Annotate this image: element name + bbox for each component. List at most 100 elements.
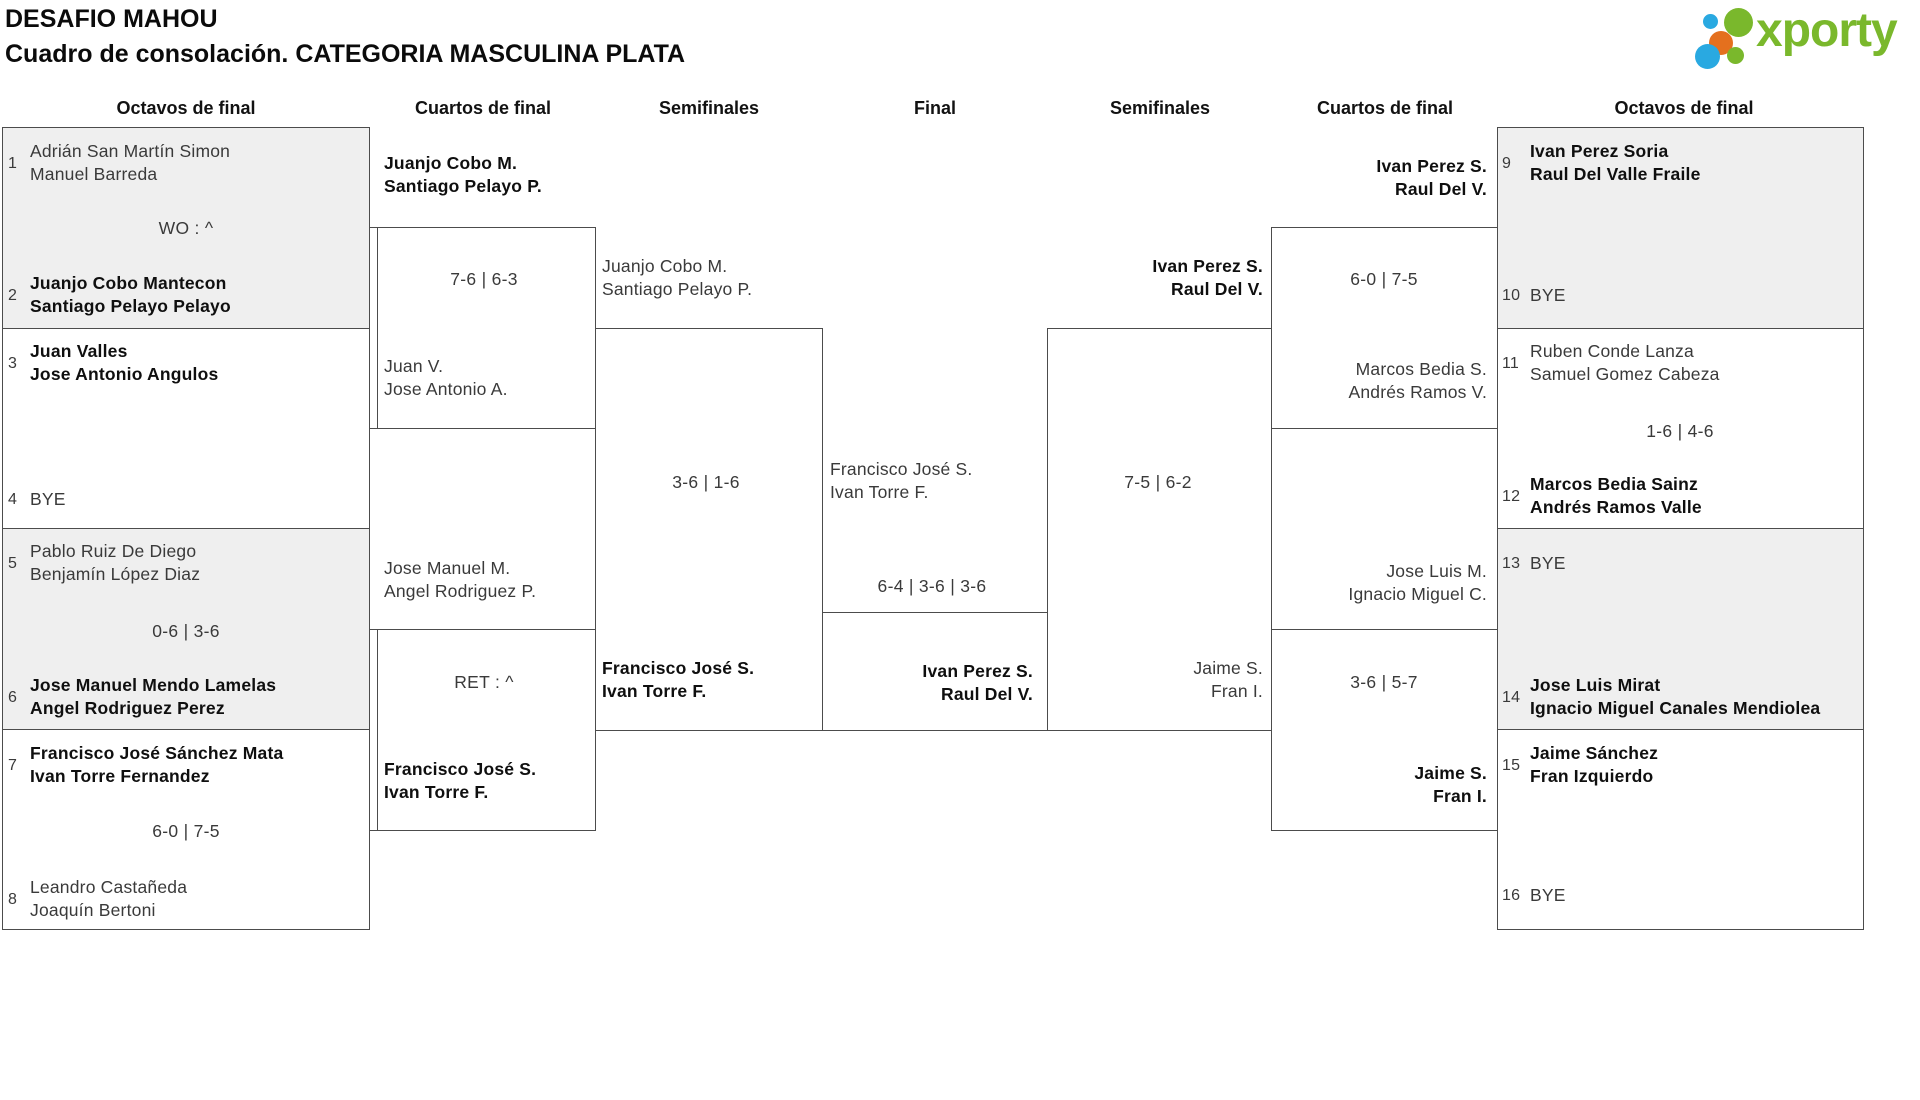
seed-number: 5 [8, 554, 18, 572]
logo-dot-green-small [1727, 47, 1744, 64]
round-header-final: Final [913, 98, 957, 118]
player-name: Joaquín Bertoni [30, 900, 156, 920]
octavos-left-box-4 [2, 729, 370, 930]
bye-label: BYE [1530, 284, 1566, 305]
seed-number: 14 [1502, 688, 1521, 706]
match-score: 7-5 | 6-2 [1124, 472, 1192, 492]
entry-seed-13: 13 BYE [1502, 540, 1566, 586]
logo-dot-green-large [1724, 8, 1753, 37]
seed-number: 7 [8, 756, 18, 774]
player-name: Angel Rodriguez P. [384, 581, 537, 601]
player-name: Andrés Ramos Valle [1530, 497, 1702, 517]
match-score: 0-6 | 3-6 [152, 621, 220, 641]
player-name: Jaime Sánchez [1530, 743, 1659, 763]
octavos-left-box-2 [2, 328, 370, 529]
player-name: Ivan Torre F. [830, 482, 929, 502]
player-name: Marcos Bedia S. [1355, 359, 1487, 379]
xporty-logo-text: xporty [1756, 4, 1898, 57]
bye-label: BYE [30, 488, 66, 509]
player-name: Jose Antonio Angulos [30, 364, 219, 384]
round-header-cuartos-right: Cuartos de final [1316, 98, 1454, 118]
seed-number: 3 [8, 354, 18, 372]
seed-number: 15 [1502, 756, 1521, 774]
player-name: Jaime S. [1414, 763, 1487, 783]
player-name: Jose Antonio A. [384, 379, 508, 399]
seed-number: 4 [8, 490, 18, 508]
player-name: Ivan Torre Fernandez [30, 766, 210, 786]
player-name: Francisco José S. [602, 658, 755, 678]
player-name: Jose Manuel Mendo Lamelas [30, 675, 277, 695]
round-header-cuartos-left: Cuartos de final [414, 98, 552, 118]
player-name: Ignacio Miguel Canales Mendiolea [1530, 698, 1821, 718]
player-name: Jose Luis M. [1386, 561, 1487, 581]
player-name: Raul Del Valle Fraile [1530, 164, 1701, 184]
player-name: Marcos Bedia Sainz [1530, 474, 1698, 494]
final-champion-entry: Ivan Perez S.Raul Del V. [922, 660, 1033, 706]
player-name: Ivan Torre F. [602, 681, 707, 701]
player-name: Ignacio Miguel C. [1348, 584, 1487, 604]
cuartos-left-2-top-entry: Jose Manuel M. Angel Rodriguez P. [384, 557, 536, 603]
octavos-right-box-2 [1497, 328, 1864, 529]
player-name: Andrés Ramos V. [1348, 382, 1487, 402]
round-header-semis-left: Semifinales [658, 98, 760, 118]
cuartos-right-box-2 [1271, 629, 1498, 831]
page-subtitle: Cuadro de consolación. CATEGORIA MASCULI… [5, 40, 686, 68]
xporty-logo[interactable]: xporty [1695, 0, 1917, 78]
match-score: WO : ^ [158, 218, 214, 238]
round-header-octavos-right: Octavos de final [1614, 98, 1754, 118]
player-name: Fran Izquierdo [1530, 766, 1654, 786]
player-name: Francisco José S. [384, 759, 537, 779]
semifinal-right-bottom-entry: Jaime S.Fran I. [1193, 657, 1263, 703]
player-name: Jaime S. [1193, 658, 1263, 678]
match-score: 6-0 | 7-5 [1350, 269, 1418, 289]
match-score: 7-6 | 6-3 [450, 269, 518, 289]
octavos-right-box-4 [1497, 729, 1864, 930]
cuartos-left-2-bottom-entry: Francisco José S.Ivan Torre F. [384, 758, 536, 804]
player-name: Jose Manuel M. [384, 558, 511, 578]
seed-number: 16 [1502, 886, 1521, 904]
player-name: Francisco José S. [830, 459, 973, 479]
octavos-left-box-3 [2, 528, 370, 730]
player-name: Juanjo Cobo M. [602, 256, 728, 276]
octavos-right-box-3 [1497, 528, 1864, 730]
player-name: Ivan Perez S. [1152, 256, 1263, 276]
player-name: Raul Del V. [1170, 279, 1263, 299]
seed-number: 8 [8, 890, 18, 908]
match-score: 1-6 | 4-6 [1646, 421, 1714, 441]
seed-number: 10 [1502, 286, 1521, 304]
player-name: Juan V. [384, 356, 444, 376]
match-score: 6-0 | 7-5 [152, 821, 220, 841]
player-name: Adrián San Martín Simon [30, 141, 231, 161]
final-top-line [822, 612, 1047, 613]
octavos-left-box-1 [2, 127, 370, 329]
match-score: RET : ^ [454, 672, 514, 692]
player-name: Ruben Conde Lanza [1530, 341, 1694, 361]
round-header-octavos-left: Octavos de final [116, 98, 256, 118]
entry-seed-10: 10 BYE [1502, 272, 1566, 318]
final-top-entry: Francisco José S. Ivan Torre F. [830, 458, 972, 504]
final-score: 6-4 | 3-6 | 3-6 [877, 576, 987, 596]
player-name: Ivan Perez Soria [1530, 141, 1669, 161]
player-name: Juanjo Cobo Mantecon [30, 273, 227, 293]
seed-number: 6 [8, 688, 18, 706]
page-title: DESAFIO MAHOU [5, 5, 218, 33]
match-score: 3-6 | 1-6 [672, 472, 740, 492]
cuartos-right-1-top-entry: Ivan Perez S.Raul Del V. [1376, 155, 1487, 201]
semifinal-left-top-entry: Juanjo Cobo M.Santiago Pelayo P. [602, 255, 752, 301]
player-name: Jose Luis Mirat [1530, 675, 1661, 695]
semifinal-left-bottom-entry: Francisco José S. Ivan Torre F. [602, 657, 754, 703]
semifinal-right-box [1047, 328, 1272, 731]
player-name: Fran I. [1433, 786, 1487, 806]
player-name: Raul Del V. [940, 684, 1033, 704]
seed-number: 13 [1502, 554, 1521, 572]
connector-line [370, 428, 377, 429]
player-name: Raul Del V. [1394, 179, 1487, 199]
semifinal-right-top-entry: Ivan Perez S. Raul Del V. [1152, 255, 1263, 301]
